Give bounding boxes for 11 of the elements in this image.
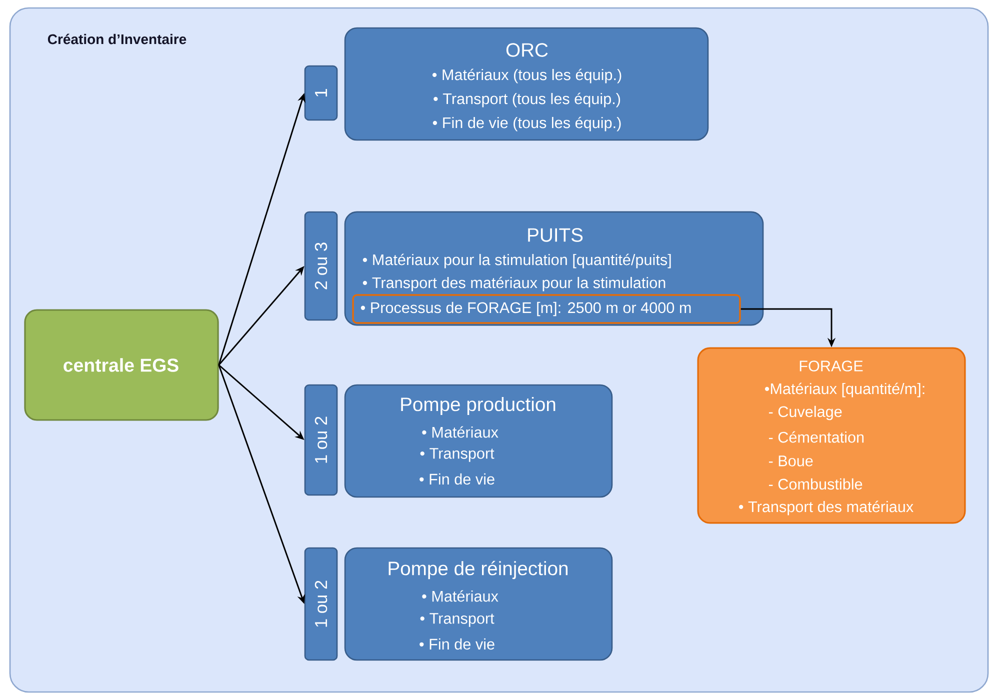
plant-box: centrale EGS [24, 309, 219, 421]
quantity-box: 2 ou 3 [304, 211, 338, 321]
drilling-box: FORAGE •Matériaux [quantité/m]: - Cuvelage - Cémentation - Boue - Combustible • Transport des matériaux [697, 347, 966, 524]
quantity-box: 1 ou 2 [304, 384, 338, 496]
component-box: ORC • Matériaux (tous les équip.) • Transport (tous les équip.) • Fin de vie (tous les équip.) [344, 27, 709, 141]
title: Création d’Inventaire [48, 34, 186, 44]
quantity-box: 1 ou 2 [304, 547, 338, 661]
highlight-box: • Processus de FORAGE [m]: 2500 m or 4000 m [352, 294, 741, 324]
component-box: Pompe production • Matériaux • Transport • Fin de vie [344, 384, 613, 498]
quantity-box: 1 [304, 65, 338, 121]
component-box: Pompe de réinjection • Matériaux • Transport • Fin de vie [344, 547, 613, 661]
